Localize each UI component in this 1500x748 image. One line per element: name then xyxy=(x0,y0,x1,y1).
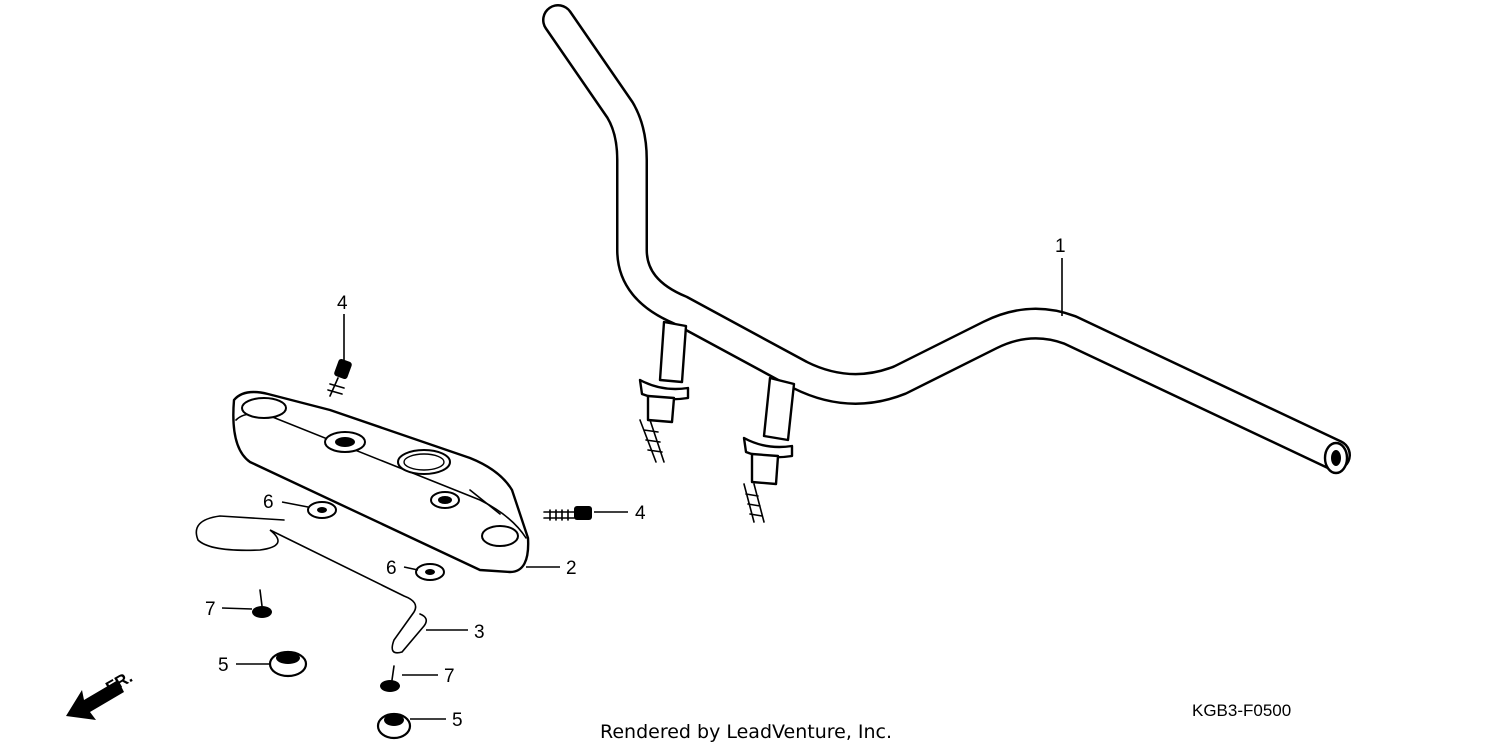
credit-text: Rendered by LeadVenture, Inc. xyxy=(600,721,892,743)
callout-4-right: 4 xyxy=(635,503,646,524)
front-direction-arrow-icon xyxy=(66,680,124,720)
screw-7-left xyxy=(252,589,272,618)
callout-7-lower: 7 xyxy=(444,666,455,687)
callout-5-lower: 5 xyxy=(452,710,463,731)
handlebar-holder xyxy=(232,390,530,574)
screw-7-lower xyxy=(380,665,400,692)
handlebar xyxy=(542,4,1351,523)
wire-clip xyxy=(195,515,428,654)
bolt-4-top xyxy=(327,358,352,397)
diagram-code: KGB3-F0500 xyxy=(1192,701,1291,720)
callout-1: 1 xyxy=(1055,236,1066,257)
cap-5-lower xyxy=(376,712,412,740)
bolt-4-right xyxy=(543,506,592,521)
callout-4-top: 4 xyxy=(337,293,348,314)
cap-5-left xyxy=(268,650,308,678)
leader-lines xyxy=(221,258,1063,720)
callout-3: 3 xyxy=(474,622,485,643)
callout-6-lower: 6 xyxy=(386,558,397,579)
callout-6-upper: 6 xyxy=(263,492,274,513)
callout-5-left: 5 xyxy=(218,655,229,676)
callout-7-left: 7 xyxy=(205,599,216,620)
callout-2: 2 xyxy=(566,558,577,579)
